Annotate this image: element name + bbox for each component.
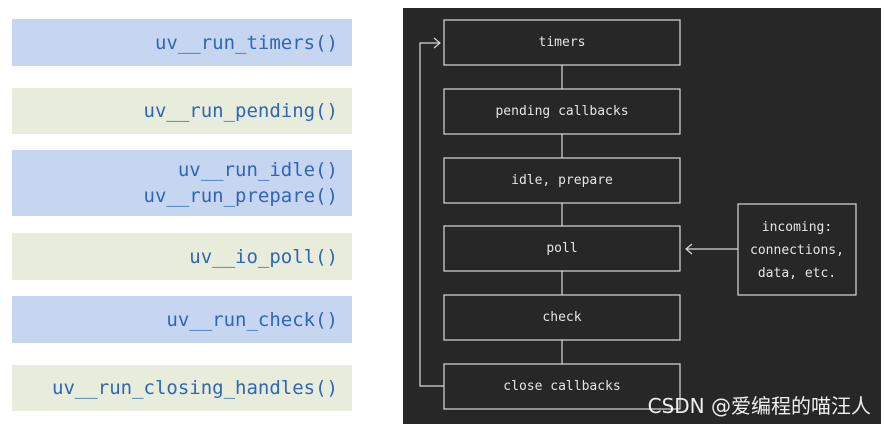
function-box-idle-prepare: uv__run_idle() uv__run_prepare(): [12, 150, 352, 216]
loop-back-arrowhead: [433, 37, 441, 49]
function-box-io-poll: uv__io_poll(): [12, 233, 352, 280]
function-label: uv__io_poll(): [189, 245, 338, 268]
watermark: CSDN @爱编程的喵汪人: [647, 394, 871, 418]
incoming-line: connections,: [750, 243, 844, 258]
function-label: uv__run_closing_handles(): [52, 377, 338, 399]
function-box-timers: uv__run_timers(): [12, 19, 352, 66]
function-box-pending: uv__run_pending(): [12, 88, 352, 134]
function-label: uv__run_idle(): [177, 159, 338, 181]
event-loop-diagram: timers pending callbacks idle, prepare p…: [403, 8, 881, 424]
stage-label-check: check: [542, 310, 582, 325]
function-label: uv__run_timers(): [154, 31, 338, 54]
stage-label-pending: pending callbacks: [495, 104, 629, 119]
incoming-arrowhead: [685, 243, 693, 255]
function-label: uv__run_prepare(): [143, 185, 338, 207]
loop-back-line: [419, 42, 444, 387]
incoming-line: data, etc.: [757, 266, 837, 281]
function-box-closing-handles: uv__run_closing_handles(): [12, 365, 352, 411]
function-label: uv__run_pending(): [143, 100, 338, 122]
diagram-lines: [419, 19, 857, 410]
function-box-check: uv__run_check(): [12, 296, 352, 343]
incoming-label: incoming: connections, data, etc.: [739, 216, 855, 285]
incoming-line: incoming:: [761, 220, 833, 235]
stage-label-poll: poll: [546, 241, 578, 256]
stage-label-close: close callbacks: [503, 379, 621, 394]
stage-label-timers: timers: [538, 35, 586, 50]
stage-label-idle-prepare: idle, prepare: [511, 173, 613, 188]
function-label: uv__run_check(): [166, 308, 338, 331]
